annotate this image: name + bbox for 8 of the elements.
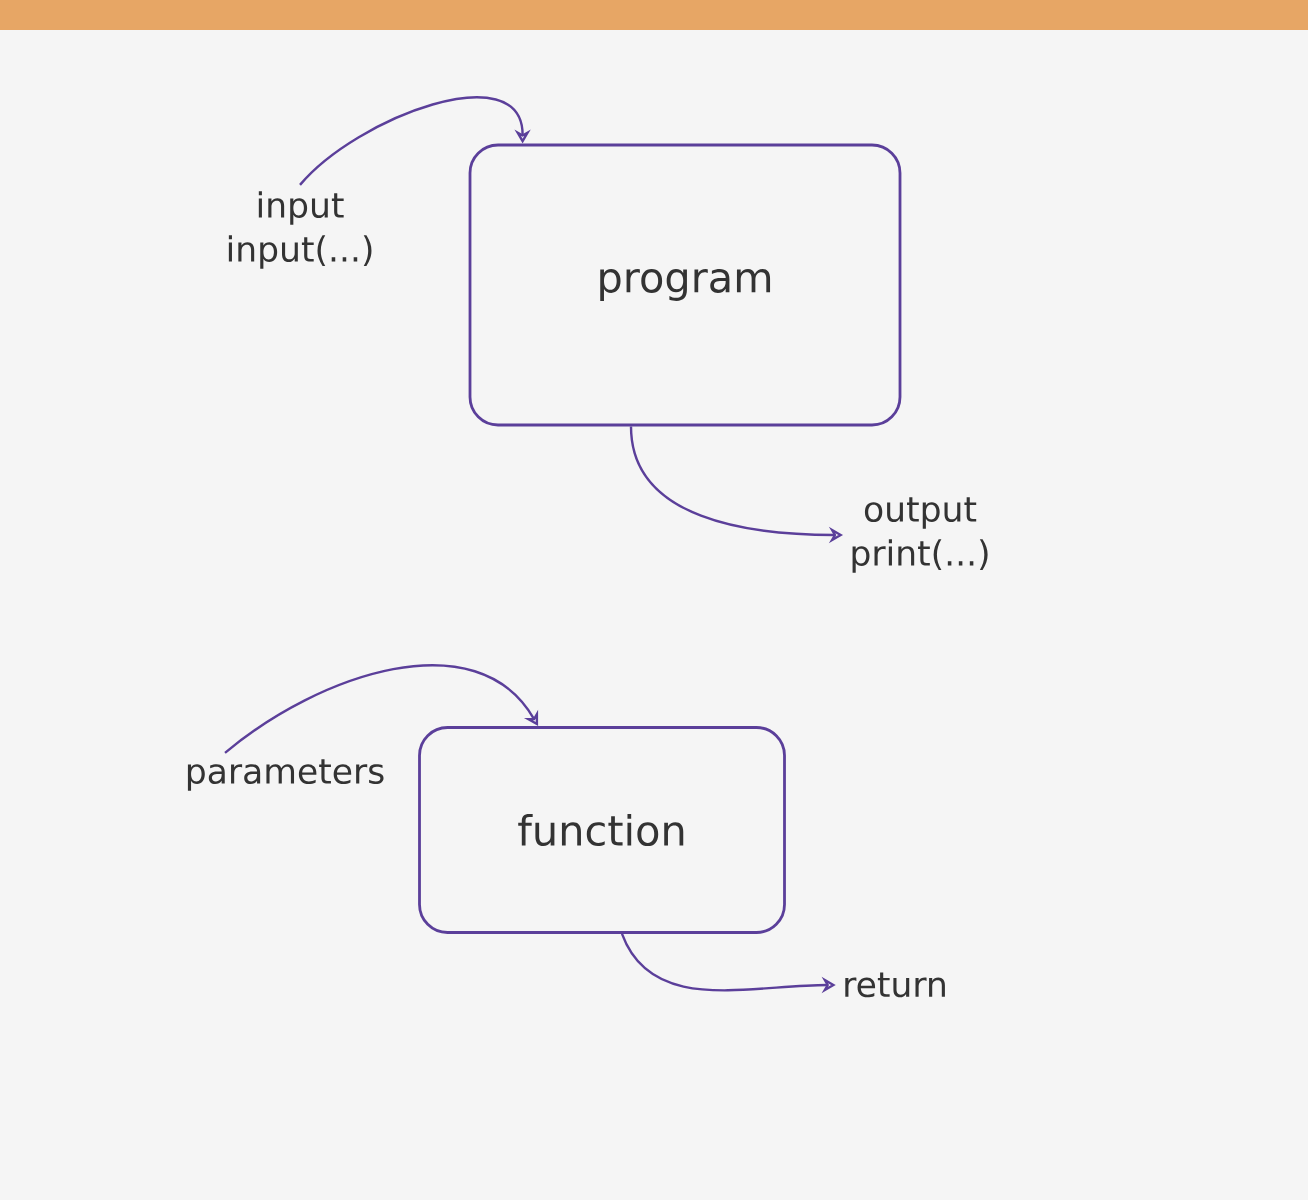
handwritten-label: output print(...) — [852, 497, 988, 573]
process-box: program — [468, 143, 902, 427]
handwritten-label: return — [845, 972, 945, 998]
process-box: function — [418, 726, 786, 934]
handwritten-label: input input(...) — [228, 191, 372, 269]
handwritten-label: parameters — [187, 759, 384, 791]
arrow — [299, 96, 531, 186]
arrow — [224, 664, 539, 754]
